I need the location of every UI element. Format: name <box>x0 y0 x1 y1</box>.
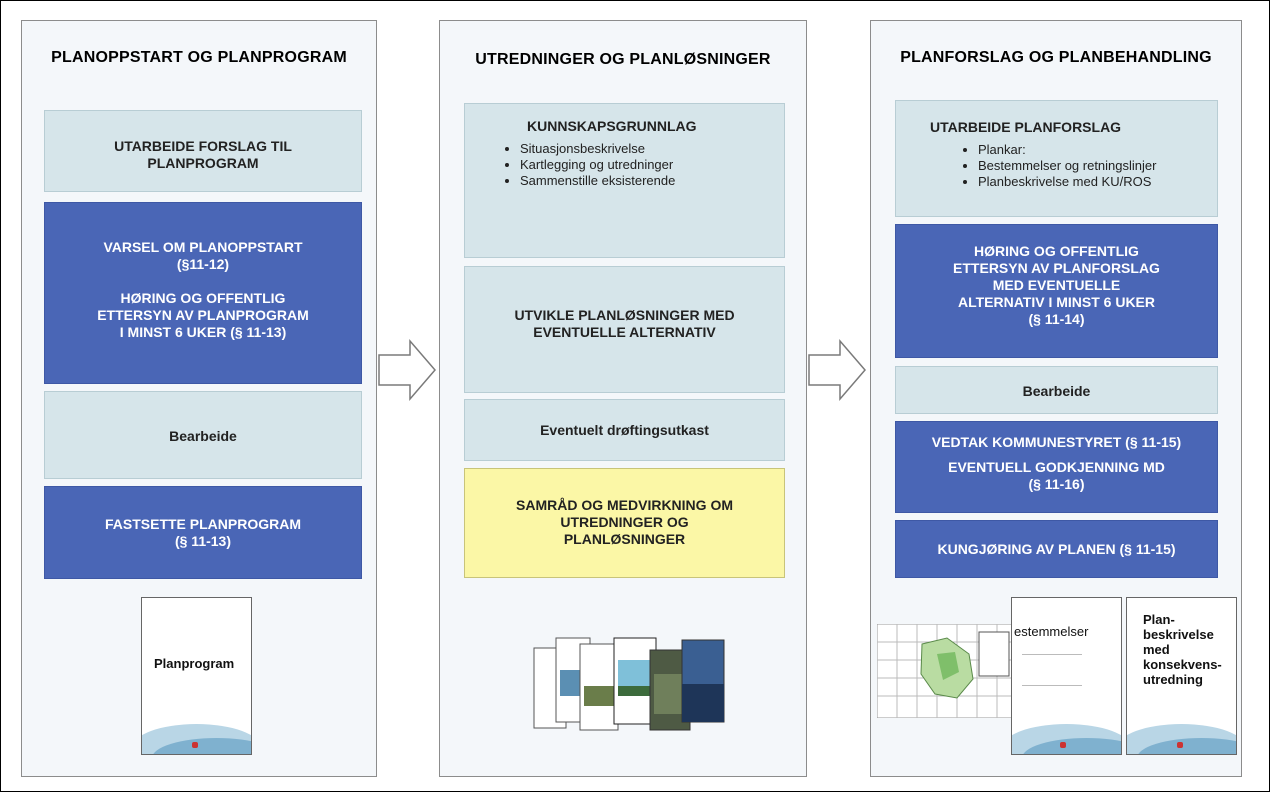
arrow-right-icon <box>378 339 436 401</box>
box-line: ETTERSYN AV PLANPROGRAM <box>97 307 309 323</box>
box-line: ETTERSYN AV PLANFORSLAG <box>953 260 1160 276</box>
box-line: UTVIKLE PLANLØSNINGER MED <box>514 307 735 323</box>
column-utredninger: UTREDNINGER OG PLANLØSNINGER KUNNSKAPSGR… <box>439 20 807 777</box>
column-title: UTREDNINGER OG PLANLØSNINGER <box>475 51 771 68</box>
bullet-item: Sammenstille eksisterende <box>520 173 784 189</box>
box-line: MED EVENTUELLE <box>992 277 1121 293</box>
box-line: FASTSETTE PLANPROGRAM <box>104 516 301 532</box>
box-line: (§ 11-16) <box>1028 476 1085 492</box>
box-line: PLANPROGRAM <box>147 155 259 171</box>
box-line: KUNGJØRING AV PLANEN (§ 11-15) <box>937 541 1176 557</box>
column-title: PLANFORSLAG OG PLANBEHANDLING <box>900 49 1212 66</box>
box-line: I MINST 6 UKER (§ 11-13) <box>119 324 287 340</box>
document-wave <box>152 738 251 754</box>
box-utarbeide-planforslag: UTARBEIDE PLANFORSLAG Plankar: Bestemmel… <box>895 100 1218 217</box>
box-line: (§ 11-13) <box>174 533 232 549</box>
bullet-item: Kartlegging og utredninger <box>520 157 784 173</box>
box-kungjoring: KUNGJØRING AV PLANEN (§ 11-15) <box>895 520 1218 578</box>
box-line: EVENTUELL GODKJENNING MD <box>948 459 1165 475</box>
bullet-list: Situasjonsbeskrivelse Kartlegging og utr… <box>465 141 784 189</box>
box-heading: UTARBEIDE PLANFORSLAG <box>930 119 1122 135</box>
bullet-item: Planbeskrivelse med KU/ROS <box>978 174 1217 190</box>
document-wave <box>1022 738 1121 754</box>
column-title: PLANOPPSTART OG PLANPROGRAM <box>51 49 347 66</box>
document-label: Planprogram <box>154 656 235 671</box>
box-fastsette-planprogram: FASTSETTE PLANPROGRAM (§ 11-13) <box>44 486 362 579</box>
box-heading: KUNNSKAPSGRUNNLAG <box>527 118 697 134</box>
box-vedtak-kommunestyret: VEDTAK KOMMUNESTYRET (§ 11-15) EVENTUELL… <box>895 421 1218 513</box>
document-label-line: konsekvens- <box>1143 657 1222 672</box>
municipality-seal-icon <box>1177 742 1183 748</box>
box-line: EVENTUELLE ALTERNATIV <box>533 324 716 340</box>
document-label: Plan- beskrivelse med konsekvens- utredn… <box>1143 612 1222 687</box>
box-line: VEDTAK KOMMUNESTYRET (§ 11-15) <box>931 434 1182 450</box>
planbeskrivelse-document-thumbnail: Plan- beskrivelse med konsekvens- utredn… <box>1126 597 1237 755</box>
bestemmelser-document-thumbnail: estemmelser <box>1011 597 1122 755</box>
column-planforslag: PLANFORSLAG OG PLANBEHANDLING UTARBEIDE … <box>870 20 1242 777</box>
municipality-seal-icon <box>1060 742 1066 748</box>
box-line: Bearbeide <box>169 428 237 444</box>
box-kunnskapsgrunnlag: KUNNSKAPSGRUNNLAG Situasjonsbeskrivelse … <box>464 103 785 258</box>
bullet-item: Bestemmelser og retningslinjer <box>978 158 1217 174</box>
box-line: UTREDNINGER OG <box>560 514 689 530</box>
document-label-line: Plan- <box>1143 612 1175 627</box>
box-bearbeide: Bearbeide <box>895 366 1218 414</box>
box-line: HØRING OG OFFENTLIG <box>974 243 1139 259</box>
box-utvikle-planlosninger: UTVIKLE PLANLØSNINGER MED EVENTUELLE ALT… <box>464 266 785 393</box>
box-droftingsutkast: Eventuelt drøftingsutkast <box>464 399 785 461</box>
document-wave <box>1137 738 1236 754</box>
bullet-item: Situasjonsbeskrivelse <box>520 141 784 157</box>
document-text-lines <box>1022 654 1082 686</box>
box-samrad-medvirkning: SAMRÅD OG MEDVIRKNING OM UTREDNINGER OG … <box>464 468 785 578</box>
box-utarbeide-forslag: UTARBEIDE FORSLAG TIL PLANPROGRAM <box>44 110 362 192</box>
box-line: SAMRÅD OG MEDVIRKNING OM <box>516 497 733 513</box>
box-bearbeide: Bearbeide <box>44 391 362 479</box>
box-line: VARSEL OM PLANOPPSTART <box>103 239 303 255</box>
document-label-line: utredning <box>1143 672 1203 687</box>
plankart-map-image <box>877 624 1017 718</box>
box-line: ALTERNATIV I MINST 6 UKER <box>957 294 1156 310</box>
box-line: HØRING OG OFFENTLIG <box>120 290 286 306</box>
planprogram-document-thumbnail: Planprogram <box>141 597 252 755</box>
bullet-list: Plankar: Bestemmelser og retningslinjer … <box>896 142 1217 190</box>
bullet-item: Plankar: <box>978 142 1217 158</box>
column-planoppstart: PLANOPPSTART OG PLANPROGRAM UTARBEIDE FO… <box>21 20 377 777</box>
report-thumbnails-image <box>533 637 725 731</box>
document-label-line: beskrivelse <box>1143 627 1214 642</box>
box-line: UTARBEIDE FORSLAG TIL <box>114 138 292 154</box>
box-line: (§11-12) <box>176 256 230 272</box>
document-label-line: med <box>1143 642 1170 657</box>
box-line: Bearbeide <box>1022 383 1091 399</box>
box-horing-planforslag: HØRING OG OFFENTLIG ETTERSYN AV PLANFORS… <box>895 224 1218 358</box>
arrow-right-icon <box>808 339 866 401</box>
box-line: (§ 11-14) <box>1028 311 1085 327</box>
box-line: Eventuelt drøftingsutkast <box>540 422 709 438</box>
box-varsel-horing: VARSEL OM PLANOPPSTART (§11-12) HØRING O… <box>44 202 362 384</box>
box-line: PLANLØSNINGER <box>563 531 686 547</box>
municipality-seal-icon <box>192 742 198 748</box>
document-label: estemmelser <box>1014 624 1089 639</box>
